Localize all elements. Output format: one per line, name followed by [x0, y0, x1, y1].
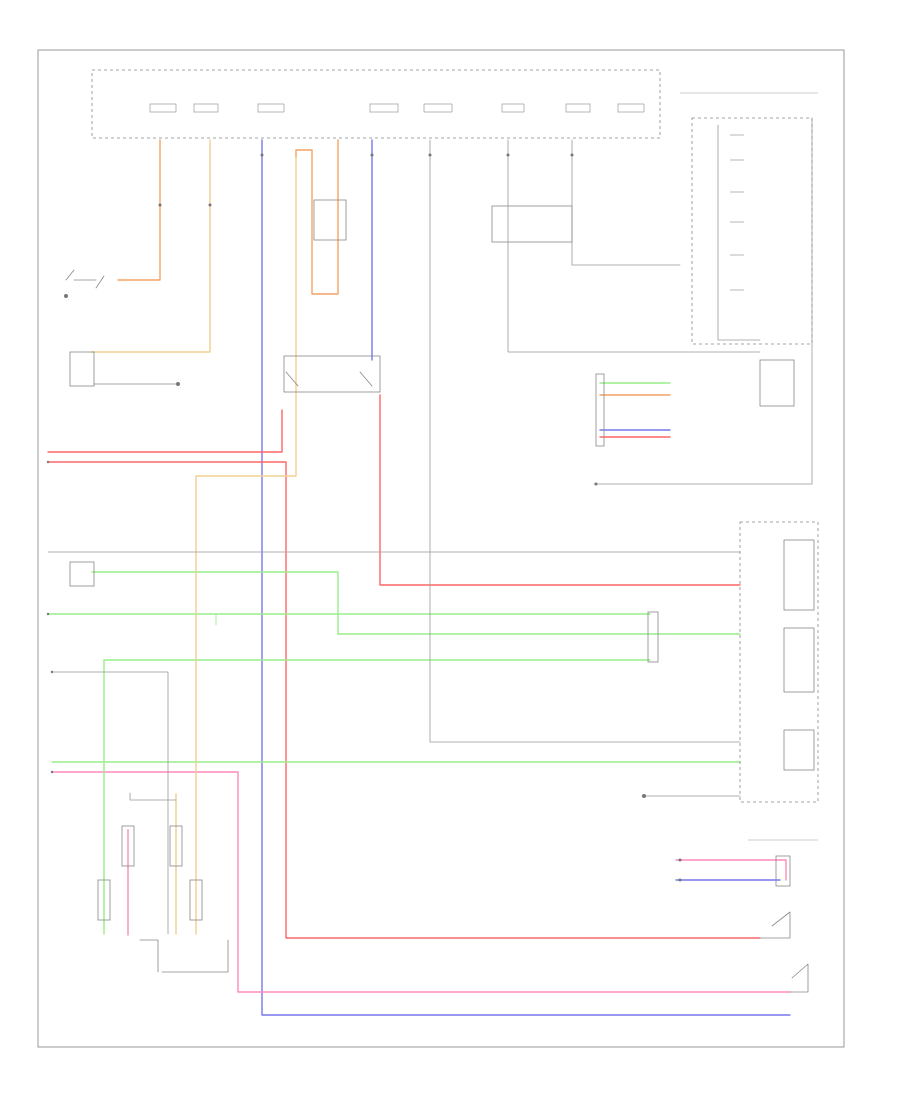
gray-wire-5 — [51, 671, 169, 935]
switch-bottom-right-2 — [789, 963, 809, 993]
bottom-bracket-left — [139, 939, 229, 973]
control-module-connectors — [149, 103, 645, 113]
red-wire-main — [47, 461, 761, 939]
connector-center-right — [647, 611, 659, 663]
orange-wire-loop — [295, 139, 339, 295]
red-wire-right — [379, 394, 741, 586]
bottom-connector-1 — [121, 825, 135, 867]
switch-panel — [691, 117, 813, 345]
lamp-assembly — [595, 373, 605, 447]
combination-switch-connector — [759, 359, 795, 407]
gray-wire-3 — [571, 139, 681, 266]
gray-wire-7 — [717, 124, 761, 341]
blue-wire-main — [261, 139, 791, 1016]
orange-wire-top — [117, 139, 161, 281]
diagram-frame — [37, 49, 845, 1048]
switch-panel-contacts — [730, 134, 744, 291]
tan-wire-2 — [195, 157, 297, 935]
tan-wire-1 — [91, 139, 211, 353]
sensor-box-left — [69, 351, 95, 387]
red-wire-upper — [47, 409, 283, 453]
gray-wire-6 — [593, 117, 813, 485]
gray-wire-1 — [429, 139, 741, 743]
switch-symbol-left — [65, 269, 105, 289]
pink-wire-sensor — [675, 859, 787, 881]
sensor-bottom-right — [775, 855, 791, 887]
pink-wire-main — [51, 771, 791, 993]
bottom-connector-4 — [189, 879, 203, 921]
switch-box-mid-left — [69, 561, 95, 587]
instrument-cluster — [739, 521, 819, 803]
control-module-box — [91, 69, 661, 139]
cluster-indicator-2 — [783, 627, 815, 693]
junction-switch — [285, 371, 373, 387]
sensor-ground-left — [176, 382, 180, 386]
relay-box — [313, 199, 347, 241]
relay-box-right — [491, 205, 573, 243]
bottom-connector-2 — [169, 825, 183, 867]
terminal-dots — [46, 153, 682, 882]
gray-wire-9 — [129, 792, 177, 801]
gray-wire-2 — [507, 139, 761, 353]
cluster-indicator-3 — [783, 729, 815, 771]
junction-box — [283, 355, 381, 393]
bottom-connector-3 — [97, 879, 111, 921]
green-wire-3 — [103, 659, 651, 935]
cluster-indicator-1 — [783, 539, 815, 611]
green-wire-1 — [91, 571, 741, 635]
ground-left — [64, 294, 68, 298]
switch-bottom-right-1 — [759, 911, 791, 939]
